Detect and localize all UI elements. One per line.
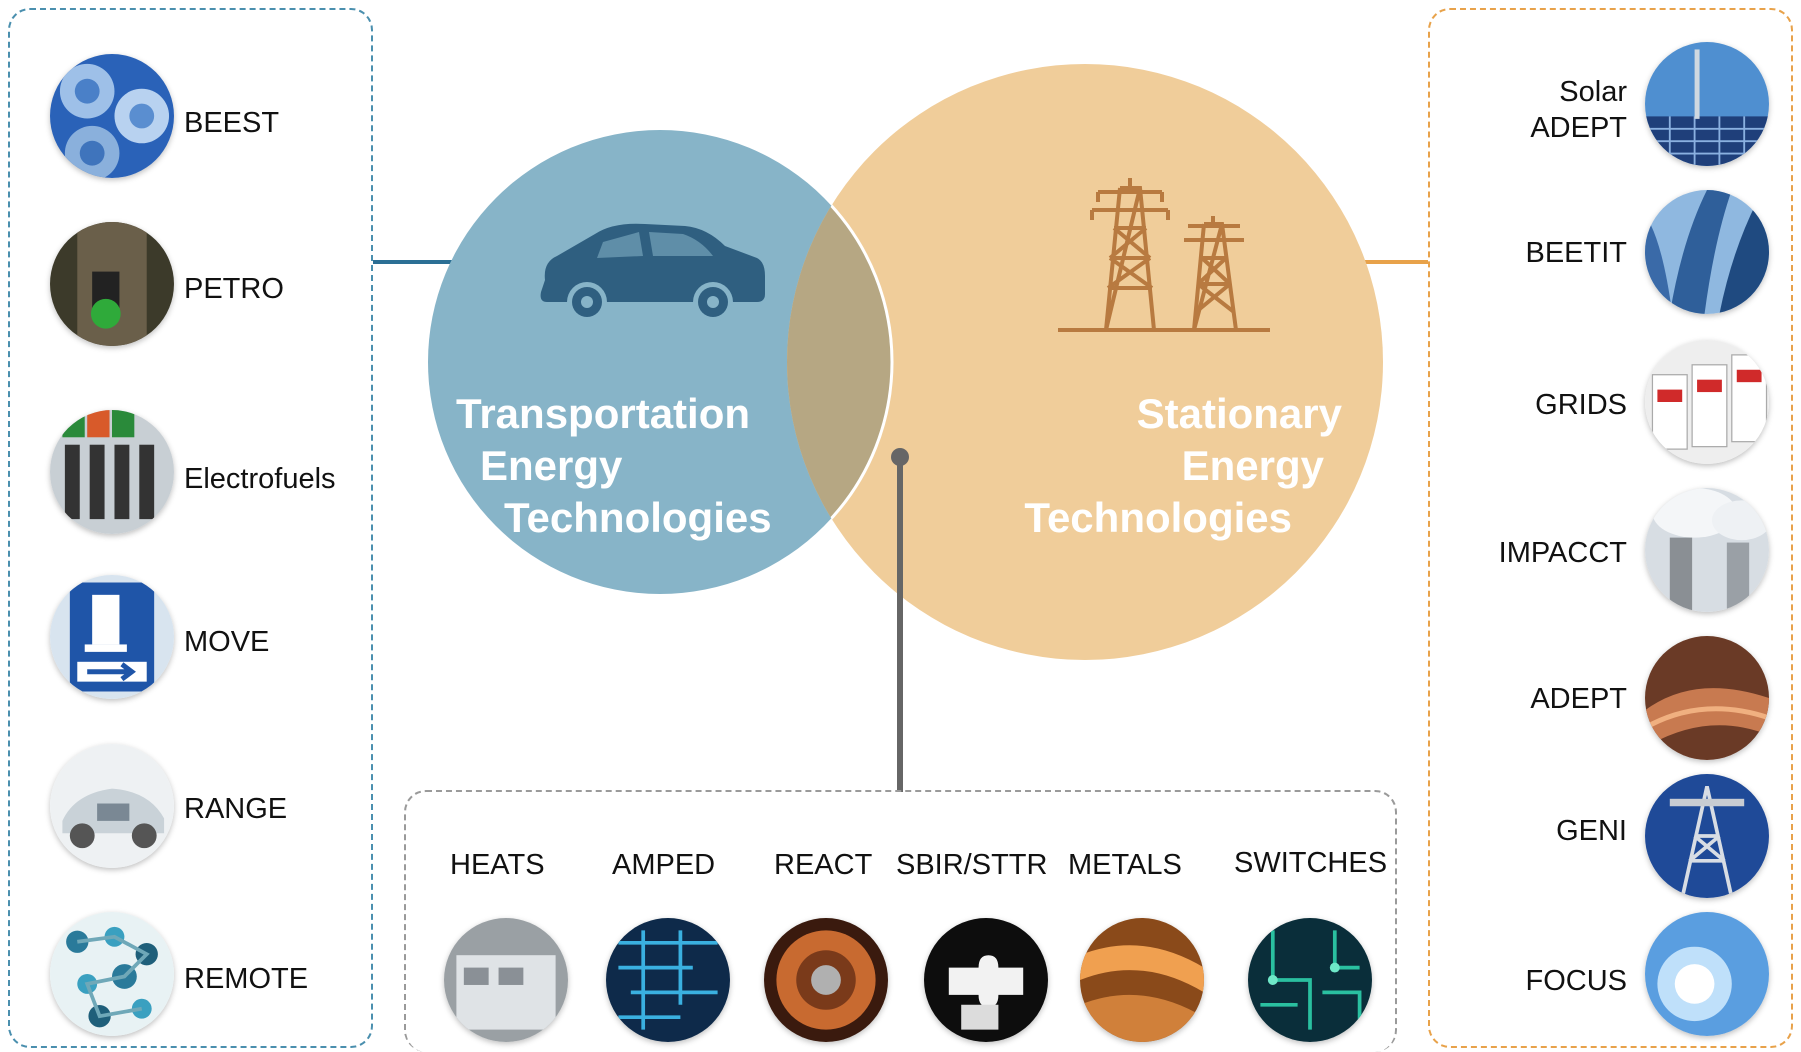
- program-label: HEATS: [450, 849, 545, 881]
- stationary-circle: [787, 64, 1383, 660]
- program-adept[interactable]: ADEPT: [1439, 636, 1769, 760]
- center-connector-dot: [891, 448, 909, 466]
- left-connector-dot: [476, 254, 492, 270]
- copper-wire-image: [1645, 636, 1769, 760]
- program-move[interactable]: MOVE: [50, 575, 370, 699]
- program-label: Solar ADEPT: [1530, 74, 1627, 146]
- tree-fuel-pump-image: [50, 222, 174, 346]
- program-label: MOVE: [184, 626, 270, 658]
- overlap-programs-panel: HEATS AMPED REACT SBIR/STTR METALS SWITC…: [404, 790, 1397, 1052]
- stationary-title: Stationary Energy Technologies: [1024, 388, 1342, 544]
- copper-rolls-image: [1080, 918, 1204, 1042]
- puzzle-pieces-image: [924, 918, 1048, 1042]
- program-label-line1: Solar: [1559, 76, 1627, 108]
- battery-cells-image: [50, 54, 174, 178]
- program-switches[interactable]: SWITCHES: [1234, 846, 1394, 1046]
- vehicle-chassis-image: [50, 744, 174, 868]
- program-label: PETRO: [184, 273, 284, 305]
- circuit-board-image: [606, 918, 730, 1042]
- stationary-title-line3: Technologies: [1024, 494, 1292, 541]
- program-grids[interactable]: GRIDS: [1439, 340, 1769, 464]
- transportation-title: Transportation Energy Technologies: [456, 388, 772, 544]
- transportation-title-line2: Energy: [480, 442, 623, 489]
- circuit-traces-image: [1248, 918, 1372, 1042]
- solar-panel-image: [1645, 42, 1769, 166]
- power-tower-icon: [1058, 178, 1270, 332]
- motor-coil-image: [764, 918, 888, 1042]
- program-label: REACT: [774, 849, 873, 881]
- program-sbir-sttr[interactable]: SBIR/STTR: [896, 848, 1066, 1048]
- program-beest[interactable]: BEEST: [50, 54, 370, 178]
- program-label: SWITCHES: [1234, 847, 1388, 879]
- transportation-title-line3: Technologies: [504, 494, 772, 541]
- program-label-line2: ADEPT: [1530, 112, 1627, 144]
- program-electrofuels[interactable]: Electrofuels: [50, 410, 370, 534]
- circuit-breakers-image: [1645, 340, 1769, 464]
- program-label: Electrofuels: [184, 463, 336, 495]
- program-label: IMPACCT: [1498, 537, 1627, 569]
- program-label: GRIDS: [1535, 389, 1627, 421]
- molecules-image: [50, 912, 174, 1036]
- program-label: GENI: [1556, 815, 1627, 847]
- gas-station-sign-image: [50, 575, 174, 699]
- glass-building-image: [1645, 190, 1769, 314]
- program-remote[interactable]: REMOTE: [50, 912, 370, 1036]
- transportation-programs-panel: BEEST PETRO Electrofuels MOVE: [8, 8, 373, 1048]
- program-metals[interactable]: METALS: [1066, 848, 1216, 1048]
- right-connector-dot: [1309, 254, 1325, 270]
- program-label: RANGE: [184, 793, 288, 825]
- program-label: ADEPT: [1530, 683, 1627, 715]
- program-label: METALS: [1068, 849, 1182, 881]
- stationary-title-line2: Energy: [1181, 442, 1324, 489]
- program-petro[interactable]: PETRO: [50, 222, 370, 346]
- transmission-insulators-image: [1645, 774, 1769, 898]
- program-range[interactable]: RANGE: [50, 744, 370, 868]
- stationary-programs-panel: Solar ADEPT BEETIT GRIDS IMPACCT: [1428, 8, 1793, 1048]
- program-label: BEETIT: [1525, 237, 1627, 269]
- program-label: BEEST: [184, 107, 280, 139]
- program-label: AMPED: [612, 849, 716, 881]
- transportation-title-line1: Transportation: [456, 390, 751, 437]
- stationary-title-line1: Stationary: [1136, 390, 1342, 437]
- overlap-region: [787, 130, 892, 594]
- program-heats[interactable]: HEATS: [436, 848, 576, 1048]
- smokestacks-image: [1645, 488, 1769, 612]
- program-beetit[interactable]: BEETIT: [1439, 190, 1769, 314]
- program-geni[interactable]: GENI: [1439, 774, 1769, 898]
- program-label: FOCUS: [1525, 965, 1628, 997]
- program-amped[interactable]: AMPED: [598, 848, 738, 1048]
- fuel-pumps-image: [50, 410, 174, 534]
- program-react[interactable]: REACT: [756, 848, 896, 1048]
- car-icon: [540, 223, 765, 322]
- sunlight-image: [1645, 912, 1769, 1036]
- program-focus[interactable]: FOCUS: [1439, 912, 1769, 1036]
- program-label: REMOTE: [184, 963, 309, 995]
- program-impacct[interactable]: IMPACCT: [1439, 488, 1769, 612]
- industrial-equipment-image: [444, 918, 568, 1042]
- program-solar-adept[interactable]: Solar ADEPT: [1439, 42, 1769, 166]
- program-label: SBIR/STTR: [896, 849, 1048, 881]
